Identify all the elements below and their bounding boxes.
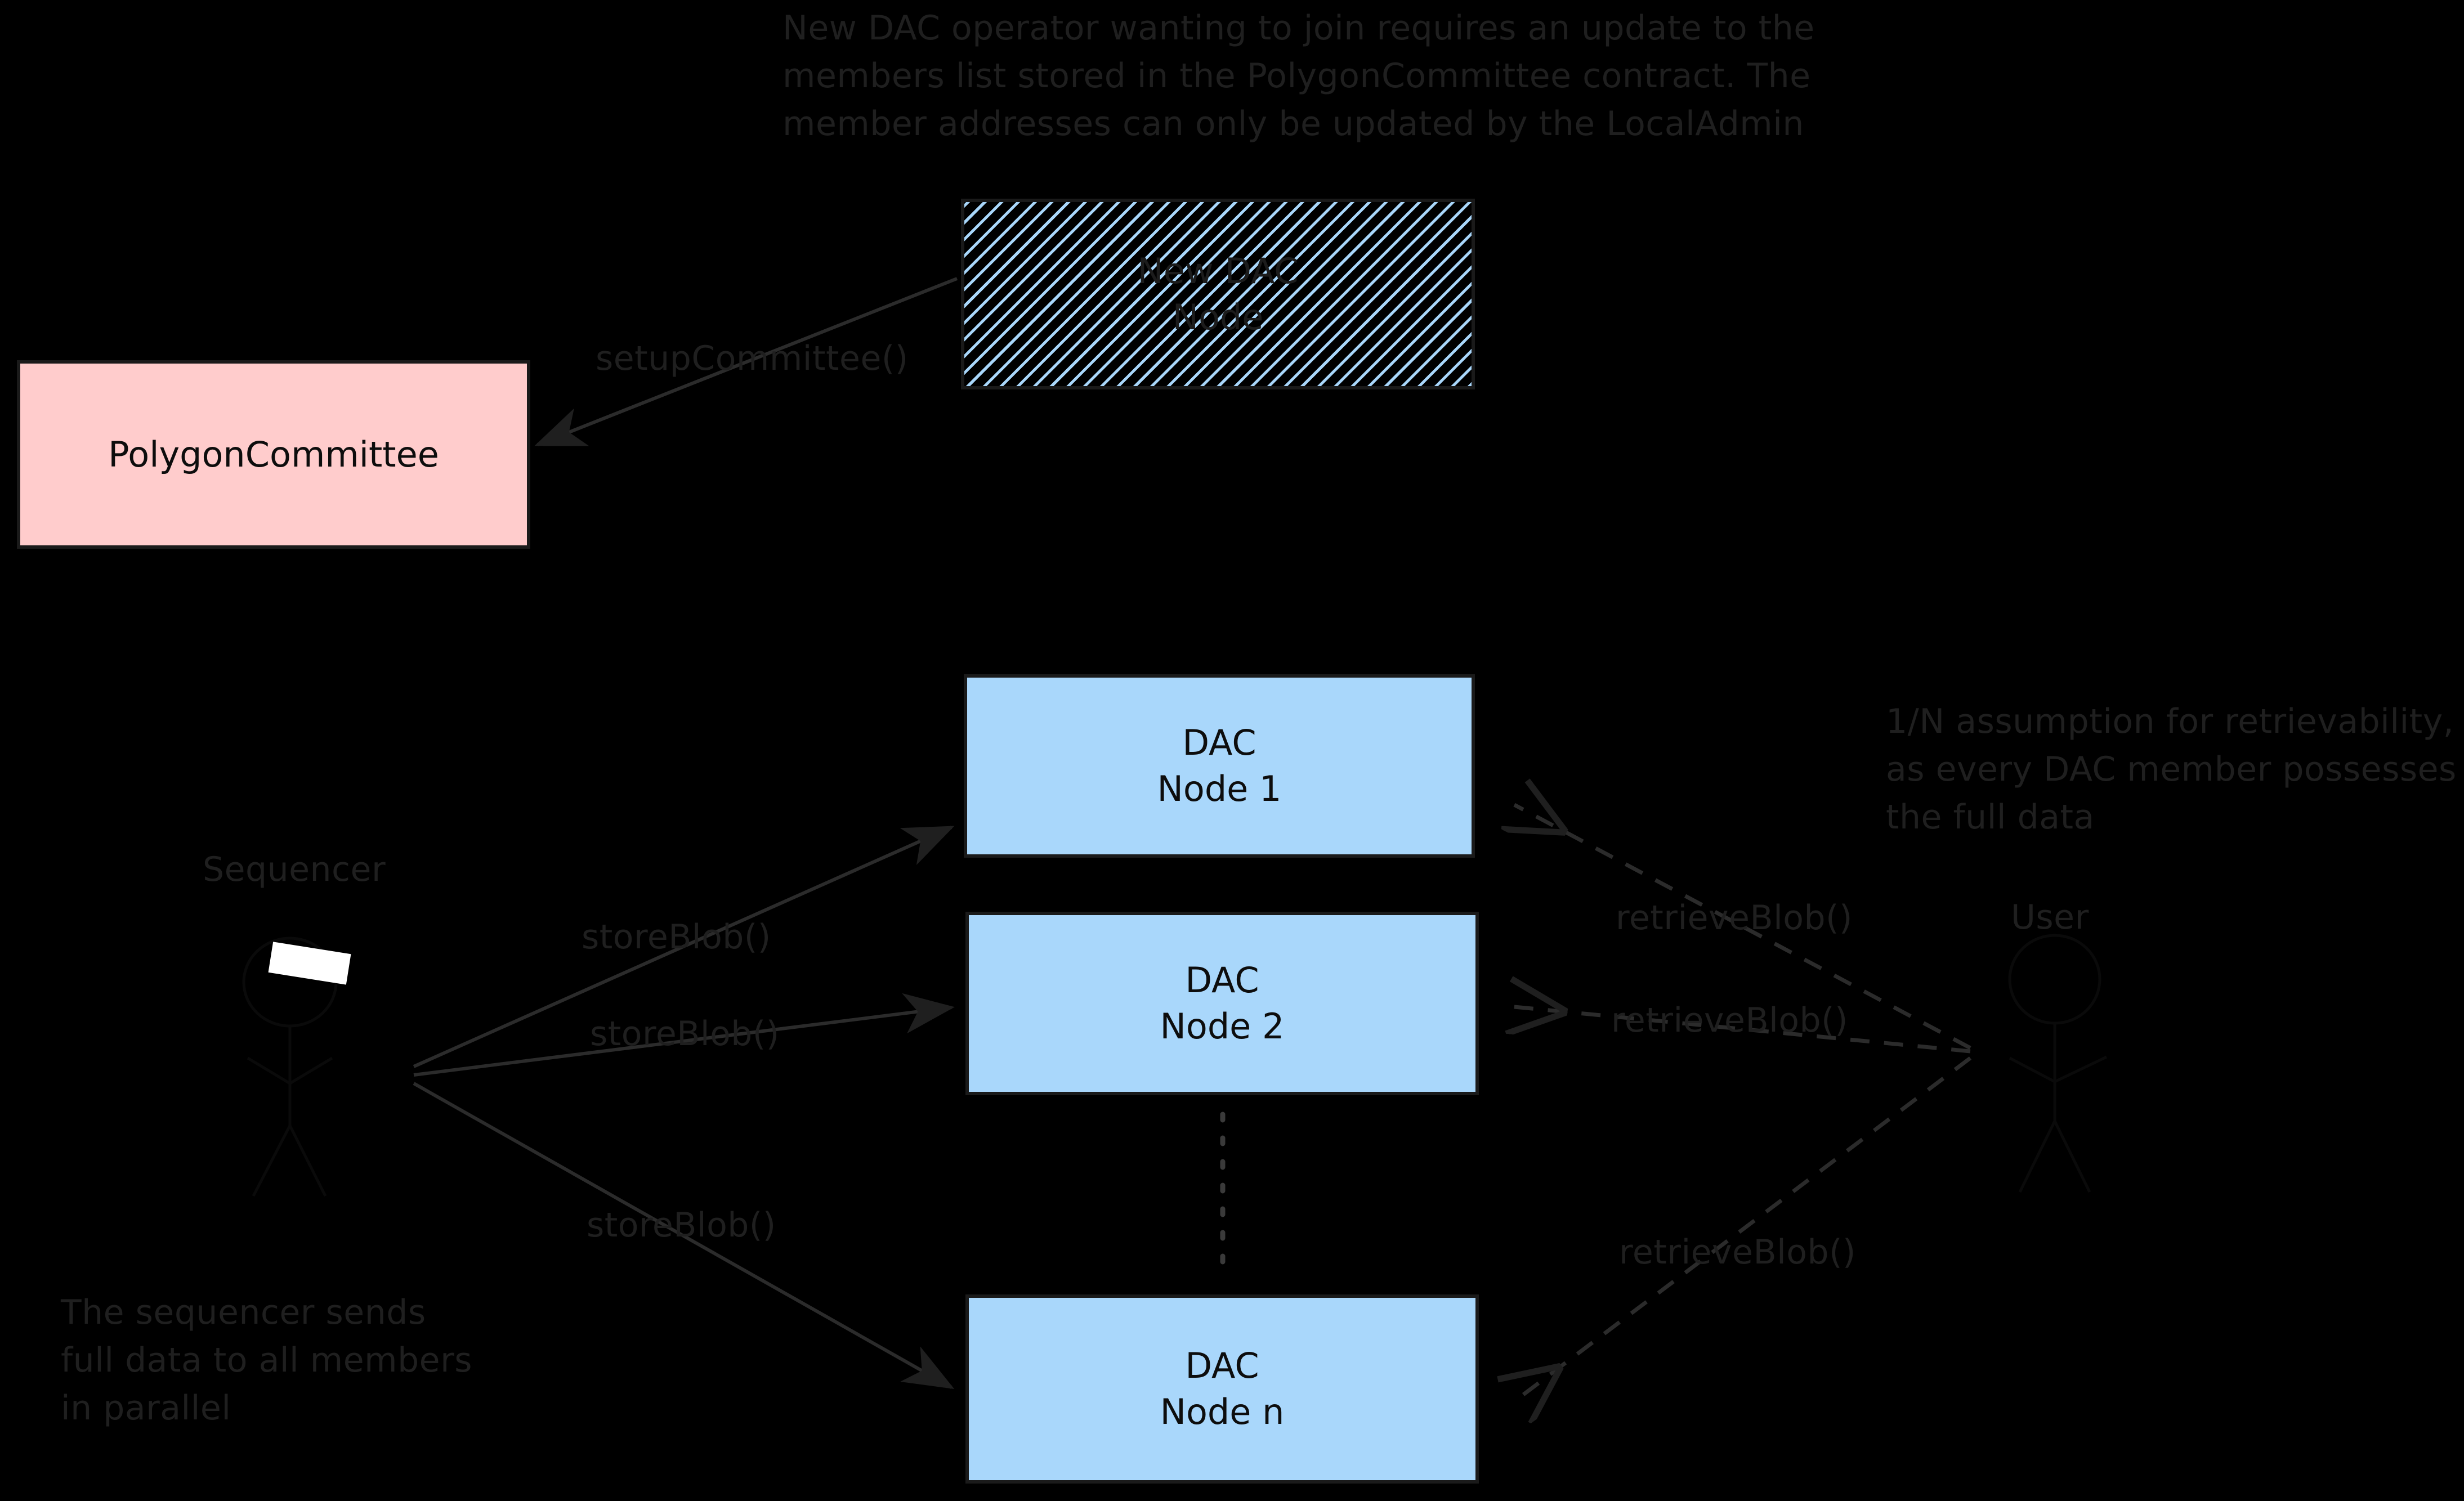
dac-node-2-box[interactable]: DAC Node 2 (965, 912, 1479, 1095)
dac-node-2-line2: Node 2 (1160, 1006, 1285, 1047)
dac-node-n-box[interactable]: DAC Node n (965, 1294, 1479, 1484)
dac-node-1-line1: DAC (1182, 722, 1256, 764)
sequencer-label: Sequencer (203, 850, 386, 889)
edge-store-blob-2 (413, 993, 955, 1077)
edge-store-blob-1 (413, 826, 955, 1068)
edge-label-store-blob-n: storeBlob() (587, 1206, 776, 1245)
note-sequencer-parallel: The sequencer sends full data to all mem… (61, 1293, 473, 1428)
edge-setup-committee (534, 277, 958, 446)
edge-label-retrieve-blob-1: retrieveBlob() (1616, 898, 1853, 938)
edge-store-blob-n (413, 1082, 955, 1389)
note-new-dac-operator: New DAC operator wanting to join require… (782, 8, 1815, 144)
edge-label-retrieve-blob-n: retrieveBlob() (1619, 1233, 1856, 1272)
edge-label-retrieve-blob-2: retrieveBlob() (1611, 1001, 1848, 1040)
edge-label-setup-committee: setupCommittee() (596, 339, 909, 378)
note-retrievability-assumption: 1/N assumption for retrievability, as ev… (1886, 702, 2457, 837)
dac-node-n-line1: DAC (1185, 1345, 1259, 1387)
user-figure (2008, 934, 2108, 1193)
polygon-committee-box[interactable]: PolygonCommittee (17, 360, 530, 549)
edge-label-store-blob-1: storeBlob() (582, 917, 771, 957)
dac-node-1-line2: Node 1 (1157, 768, 1282, 809)
new-dac-node-box[interactable]: New DAC Node (961, 199, 1475, 389)
user-label: User (2011, 898, 2089, 937)
edge-retrieve-blob-2 (1509, 1006, 1971, 1054)
edge-retrieve-blob-1 (1514, 805, 1971, 1050)
dac-node-n-line2: Node n (1160, 1391, 1285, 1432)
new-dac-node-line2: Node (1172, 296, 1264, 338)
polygon-committee-label: PolygonCommittee (108, 433, 439, 475)
new-dac-node-line1: New DAC (1137, 250, 1299, 292)
dac-node-2-line1: DAC (1185, 960, 1259, 1001)
edge-label-store-blob-2: storeBlob() (590, 1014, 780, 1054)
edge-retrieve-blob-n (1514, 1056, 1972, 1401)
dac-node-1-box[interactable]: DAC Node 1 (964, 674, 1475, 858)
